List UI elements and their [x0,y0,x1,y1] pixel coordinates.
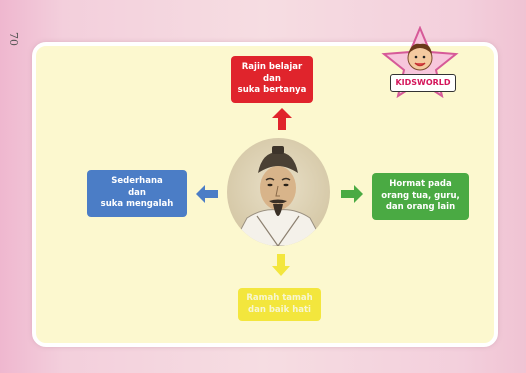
arrow-left-icon [196,185,218,203]
arrow-right-icon [341,185,363,203]
logo-banner: KIDSWORLD [390,74,456,92]
arrow-up-icon [272,108,292,130]
trait-box-left: Sederhana dan suka mengalah [87,170,187,217]
page-number: 70 [7,32,20,46]
trait-box-right: Hormat pada orang tua, guru, dan orang l… [372,173,469,220]
trait-box-bottom: Ramah tamah dan baik hati [238,288,321,321]
trait-box-top: Rajin belajar dan suka bertanya [231,56,313,103]
confucius-portrait [227,138,330,246]
arrow-down-icon [272,254,290,276]
